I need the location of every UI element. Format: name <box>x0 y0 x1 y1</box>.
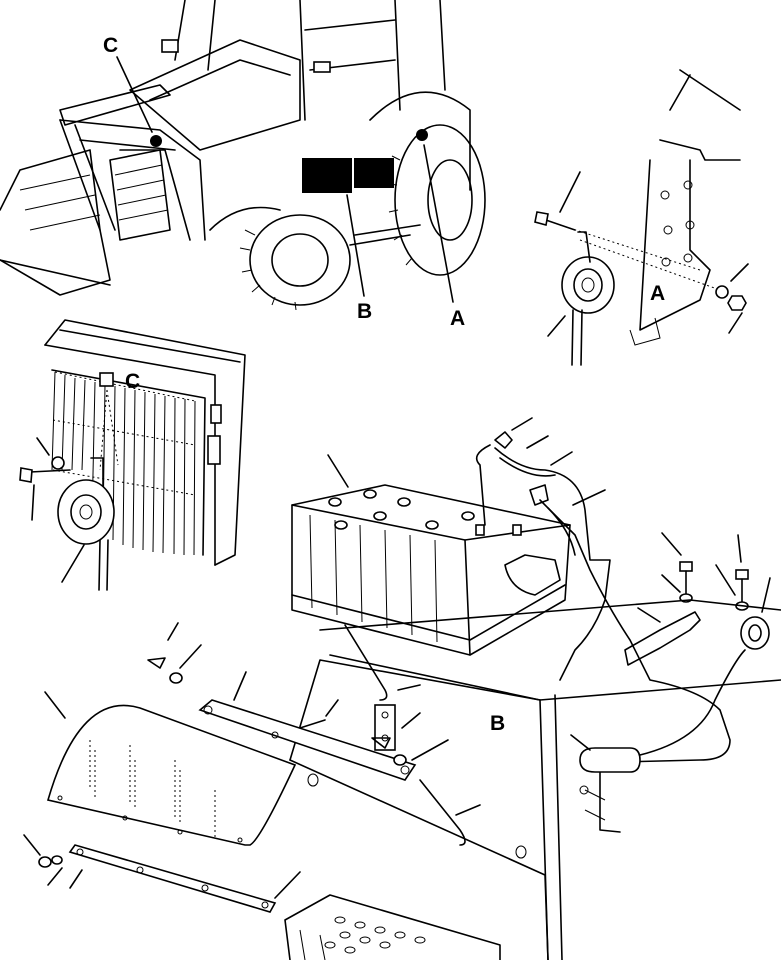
detail-a-horn-bracket <box>534 69 749 366</box>
label-c-overview: C <box>103 34 118 57</box>
label-b-detail: B <box>490 712 505 735</box>
label-a-detail: A <box>650 282 665 305</box>
label-c-detail: C <box>125 370 140 393</box>
label-a-overview: A <box>450 307 465 330</box>
detail-c-grille-horn <box>19 319 246 591</box>
label-b-overview: B <box>357 300 372 323</box>
detail-b-battery <box>23 417 781 960</box>
backhoe-loader-overview <box>0 0 486 311</box>
